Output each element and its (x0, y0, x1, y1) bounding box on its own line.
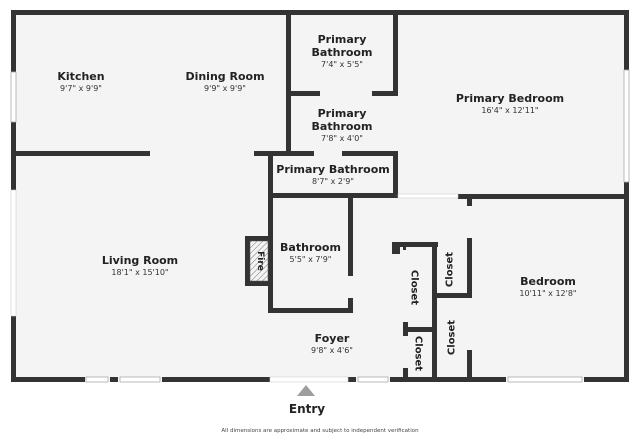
entry-label: Entry (288, 402, 326, 416)
room-living-room: Living Room 18'1" x 15'10" (90, 254, 190, 278)
entry-arrow-icon (297, 385, 315, 396)
room-bathroom: Bathroom 5'5" x 7'9" (273, 241, 348, 265)
room-name: Primary Bedroom (455, 92, 565, 105)
room-dimensions: 18'1" x 15'10" (111, 268, 169, 277)
room-dimensions: 8'7" x 2'9" (312, 177, 354, 186)
walls (11, 10, 629, 382)
closet-label-4: Closet (446, 319, 458, 356)
room-bedroom: Bedroom 10'11" x 12'8" (500, 275, 596, 299)
closet-label-1: Closet (408, 269, 420, 306)
room-dimensions: 10'11" x 12'8" (519, 289, 577, 298)
room-kitchen: Kitchen 9'7" x 9'9" (40, 70, 122, 94)
closet-label-2: Closet (444, 251, 456, 288)
room-name: Foyer (314, 332, 350, 345)
room-name: Bathroom (280, 241, 341, 254)
closet-label-3: Closet (412, 335, 424, 372)
fireplace-label: Fire (255, 251, 265, 271)
room-name-line1: Primary (317, 107, 367, 120)
room-dimensions: 16'4" x 12'11" (481, 106, 539, 115)
room-foyer: Foyer 9'8" x 4'6" (292, 332, 372, 356)
room-name: Bedroom (520, 275, 576, 288)
room-dimensions: 5'5" x 7'9" (289, 255, 332, 264)
room-name: Dining Room (185, 70, 265, 83)
room-dimensions: 7'8" x 4'0" (321, 134, 363, 143)
room-primary-bedroom: Primary Bedroom 16'4" x 12'11" (440, 92, 580, 116)
room-name: Living Room (101, 254, 179, 267)
room-name-line1: Primary (317, 33, 367, 46)
room-name: Kitchen (57, 70, 105, 83)
disclaimer-text: All dimensions are approximate and subje… (221, 428, 419, 434)
room-primary-bathroom-2: Primary Bathroom 7'8" x 4'0" (291, 107, 393, 144)
windows (10, 69, 630, 383)
room-dining-room: Dining Room 9'9" x 9'9" (170, 70, 280, 94)
room-primary-bathroom-3: Primary Bathroom 8'7" x 2'9" (273, 163, 393, 187)
room-dimensions: 9'9" x 9'9" (204, 84, 246, 93)
room-name-line2: Bathroom (311, 46, 373, 59)
room-dimensions: 9'8" x 4'6" (311, 346, 353, 355)
room-dimensions: 9'7" x 9'9" (60, 84, 102, 93)
room-primary-bathroom-1: Primary Bathroom 7'4" x 5'5" (291, 33, 393, 70)
room-name-line2: Bathroom (311, 120, 373, 133)
room-dimensions: 7'4" x 5'5" (321, 60, 363, 69)
openings (10, 189, 459, 383)
room-name: Primary Bathroom (276, 163, 390, 176)
fireplace-hatch (249, 240, 269, 282)
